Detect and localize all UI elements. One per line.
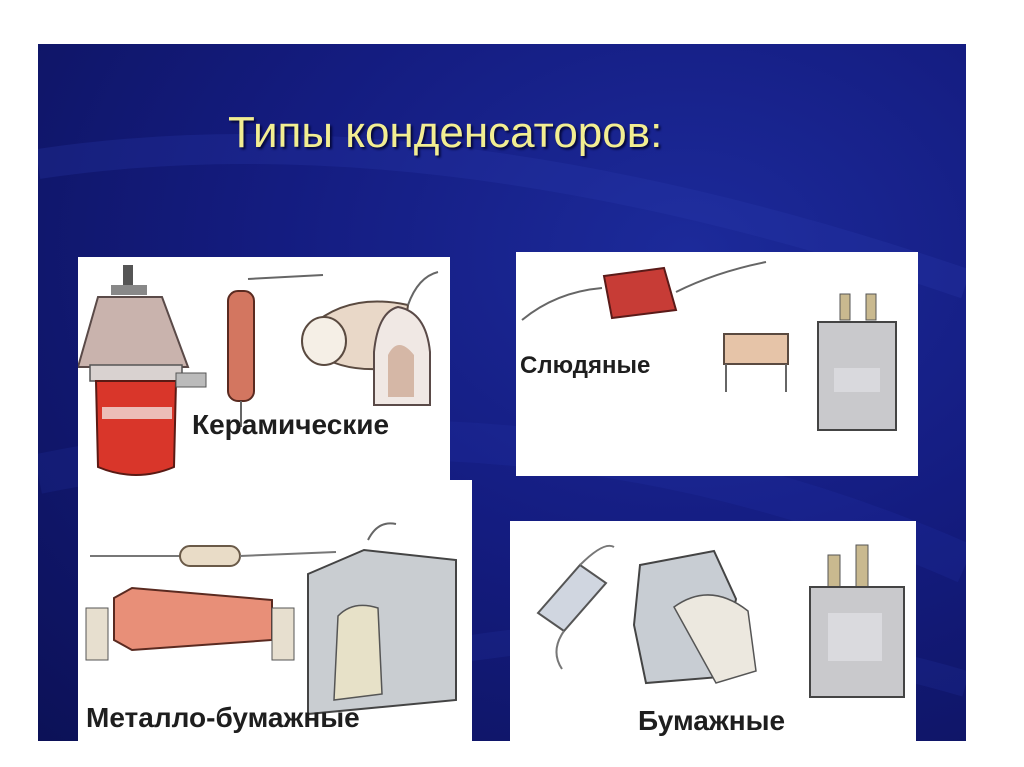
cup-capacitor-icon — [301, 271, 439, 406]
slide: Типы конденсаторов: — [38, 44, 966, 741]
panel-label-metal-paper: Металло-бумажные — [86, 702, 360, 733]
panel-label-paper: Бумажные — [638, 705, 786, 736]
panel-label-mica: Слюдяные — [520, 352, 651, 379]
mica-capacitor-icon — [521, 261, 767, 321]
panel-ceramic: Керамические — [78, 257, 450, 487]
axial-capacitor-icon — [536, 544, 615, 670]
metal-can-capacitor-icon — [809, 544, 905, 698]
panel-mica: Слюдяные — [516, 252, 918, 476]
metal-can-capacitor-icon — [817, 293, 897, 431]
small-capacitor-icon — [723, 333, 789, 392]
panel-label-ceramic: Керамические — [192, 409, 390, 440]
box-capacitor-icon — [307, 522, 457, 716]
ceramic-capacitor-icon — [78, 265, 207, 476]
tubular-capacitor-icon — [227, 274, 324, 427]
panel-paper: Бумажные — [510, 521, 916, 741]
slide-title: Типы конденсаторов: — [228, 108, 663, 157]
tubular-capacitor-icon — [85, 586, 295, 661]
opened-paper-capacitor-icon — [632, 549, 757, 685]
panel-metal-paper: Металло-бумажные — [78, 480, 472, 741]
axial-capacitor-icon — [90, 545, 337, 567]
